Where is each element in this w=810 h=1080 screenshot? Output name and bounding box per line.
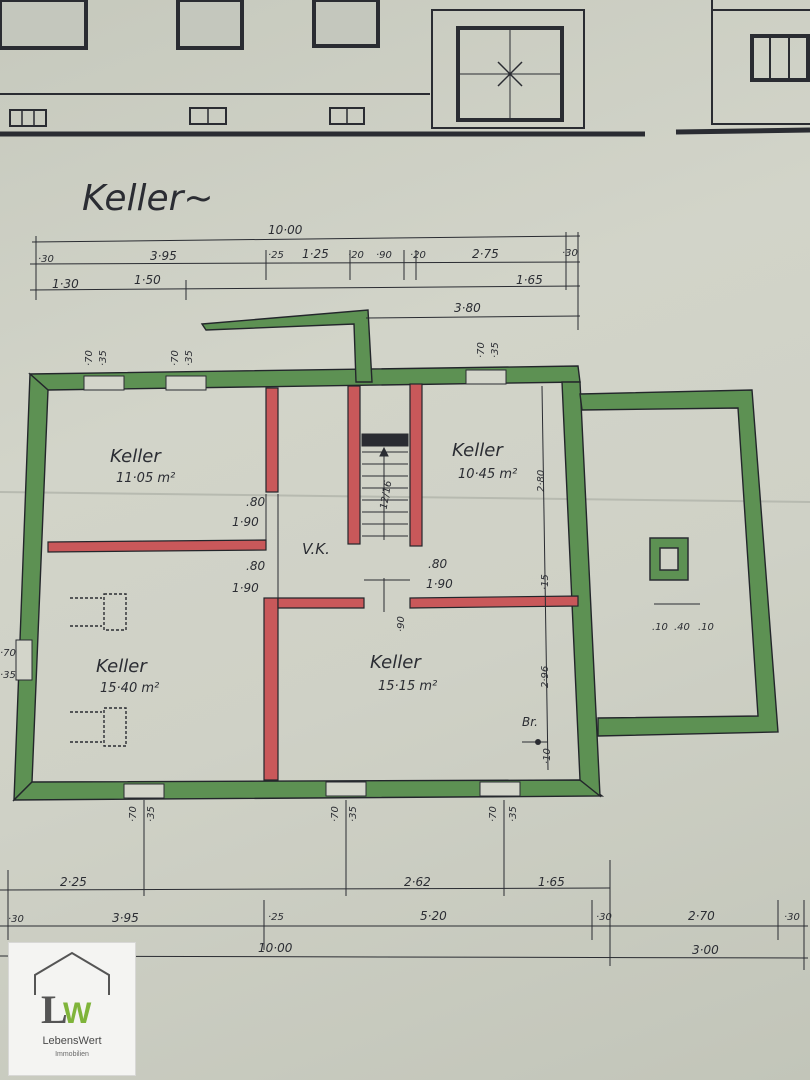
door-mark: 1·90 bbox=[232, 581, 259, 595]
room-label: Keller bbox=[110, 446, 162, 467]
room-area: 15·40 m² bbox=[100, 681, 159, 696]
svg-text:L: L bbox=[41, 987, 68, 1032]
room-label: Keller bbox=[370, 652, 422, 673]
dim-top: ·30 bbox=[38, 254, 54, 265]
dim-bottom: ·25 bbox=[268, 912, 284, 923]
paper-fold bbox=[0, 491, 810, 503]
dim-top: ·30 bbox=[562, 248, 578, 259]
shaft-mark: .10 bbox=[698, 622, 714, 633]
room-label: Keller bbox=[96, 656, 148, 677]
door-mark: 1·90 bbox=[426, 577, 453, 591]
dim-top: ·90 bbox=[376, 250, 392, 261]
shaft-mark: .40 bbox=[674, 622, 690, 633]
window-mark: ·35 bbox=[98, 350, 109, 366]
vertical-dim: ·90 bbox=[396, 616, 407, 632]
dim-bottom: 1·65 bbox=[538, 875, 565, 889]
stair-label: 12/16 bbox=[379, 480, 395, 510]
window-mark: ·70 bbox=[128, 806, 139, 822]
window-mark: ·35 bbox=[184, 350, 195, 366]
vertical-dim: ·70 bbox=[0, 648, 16, 659]
shaft-mark: .10 bbox=[652, 622, 668, 633]
dim-top: 1·30 bbox=[52, 277, 79, 291]
window-mark: ·35 bbox=[146, 806, 157, 822]
dim-top: ·25 bbox=[268, 250, 284, 261]
window-mark: ·35 bbox=[490, 342, 501, 358]
svg-text:W: W bbox=[63, 997, 92, 1030]
window-mark: ·70 bbox=[84, 350, 95, 366]
dim-bottom: ·30 bbox=[8, 914, 24, 925]
fixture-label: Br. bbox=[522, 715, 538, 729]
dim-top: 2·75 bbox=[472, 247, 499, 261]
shelves bbox=[70, 593, 127, 747]
dim-bottom: 10·00 bbox=[258, 941, 293, 955]
window-mark: ·70 bbox=[170, 350, 181, 366]
window-mark: ·35 bbox=[348, 806, 359, 822]
dim-top: 1·65 bbox=[516, 273, 543, 287]
door-mark: .80 bbox=[246, 495, 265, 509]
vertical-dim: ·15 bbox=[540, 574, 551, 590]
logo-brand-name: LebensWert bbox=[42, 1035, 102, 1047]
room-label: Keller bbox=[452, 440, 504, 461]
shaft bbox=[649, 537, 689, 581]
door-mark: .80 bbox=[246, 559, 265, 573]
dim-top: ·20 bbox=[348, 250, 364, 261]
vertical-dim: ·10 bbox=[542, 748, 553, 764]
dim-top: ·20 bbox=[410, 250, 426, 261]
door-mark: .80 bbox=[428, 557, 447, 571]
window-mark: ·70 bbox=[488, 806, 499, 822]
dim-bottom: 2·25 bbox=[60, 875, 87, 889]
room-area: 15·15 m² bbox=[378, 679, 437, 694]
openings bbox=[15, 369, 521, 799]
dim-top: 3·80 bbox=[454, 301, 481, 315]
dim-bottom: 3·00 bbox=[692, 943, 719, 957]
dim-top: 3·95 bbox=[150, 249, 177, 263]
staircase bbox=[361, 433, 409, 540]
dim-bottom: ·30 bbox=[596, 912, 612, 923]
window-mark: ·35 bbox=[508, 806, 519, 822]
dim-bottom: 3·95 bbox=[112, 911, 139, 925]
plan-title: Keller~ bbox=[82, 178, 214, 219]
vertical-dim: ·35 bbox=[0, 670, 16, 681]
window-mark: ·70 bbox=[330, 806, 341, 822]
door-mark: 1·90 bbox=[232, 515, 259, 529]
dimension-lines bbox=[0, 232, 809, 970]
dim-bottom: 2·70 bbox=[688, 909, 715, 923]
room-area: 10·45 m² bbox=[458, 467, 517, 482]
hall-label: V.K. bbox=[302, 540, 330, 558]
company-logo: L W LebensWert Immobilien bbox=[8, 942, 136, 1076]
dim-top: 1·25 bbox=[302, 247, 329, 261]
dim-bottom: 5·20 bbox=[420, 909, 447, 923]
dim-total-top: 10·00 bbox=[268, 223, 303, 237]
elevation-drawing bbox=[0, 0, 810, 137]
dim-bottom: ·30 bbox=[784, 912, 800, 923]
vertical-dim: 2·80 bbox=[536, 470, 547, 492]
logo-subtitle: Immobilien bbox=[55, 1051, 89, 1058]
dim-bottom: 2·62 bbox=[404, 875, 431, 889]
dim-top: 1·50 bbox=[134, 273, 161, 287]
vertical-dim: 2·96 bbox=[540, 666, 551, 688]
inner-walls bbox=[47, 383, 579, 781]
room-area: 11·05 m² bbox=[116, 471, 175, 486]
house-logo-icon: L W bbox=[34, 951, 110, 1032]
window-mark: ·70 bbox=[476, 342, 487, 358]
